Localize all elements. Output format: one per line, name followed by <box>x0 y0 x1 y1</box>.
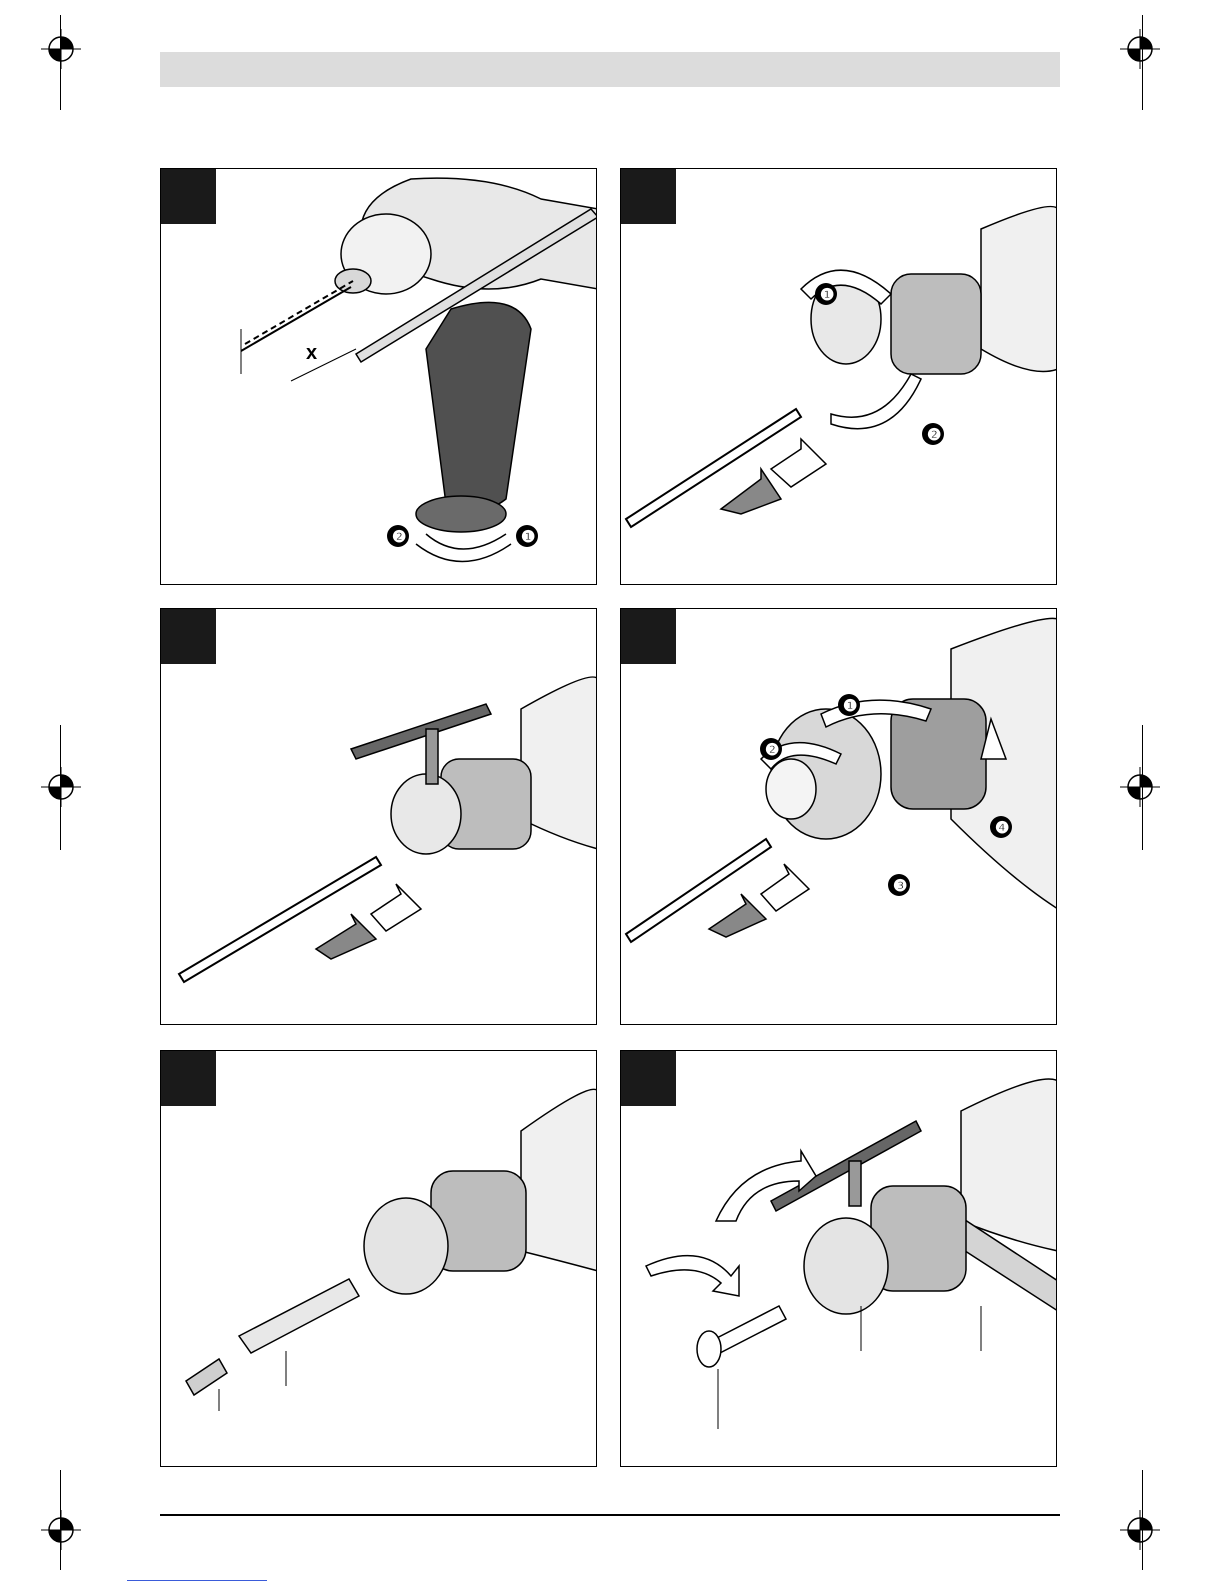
drill-body-icon <box>521 677 597 849</box>
drill-body-icon <box>961 1079 1057 1251</box>
footer-link-underline <box>127 1580 267 1581</box>
screw-icon <box>697 1306 786 1367</box>
figure-panel-c <box>160 608 597 1025</box>
svg-text:❷: ❷ <box>927 427 941 444</box>
registration-mark-icon <box>1120 29 1160 69</box>
figure-panel-b: ❶ ❷ <box>620 168 1057 585</box>
side-handle-icon <box>416 302 531 532</box>
drill-depth-stop-illustration: x ❷ ❶ <box>161 169 597 585</box>
figure-panel-e <box>160 1050 597 1467</box>
registration-mark-icon <box>1120 1510 1160 1550</box>
svg-text:❶: ❶ <box>521 529 535 546</box>
sds-chuck-change-illustration: ❶ ❷ ❸ ❹ <box>621 609 1057 1025</box>
depth-label-x: x <box>306 342 317 364</box>
registration-mark-icon <box>41 29 81 69</box>
drill-bit-icon <box>241 281 353 351</box>
crop-line <box>1142 15 1143 110</box>
figure-panel-f <box>620 1050 1057 1467</box>
registration-mark-icon <box>41 767 81 807</box>
screwdriver-bit-illustration <box>161 1051 597 1467</box>
figure-panel-a: x ❷ ❶ <box>160 168 597 585</box>
crop-line <box>1142 725 1143 850</box>
crop-line <box>60 725 61 850</box>
chuck-removal-illustration <box>621 1051 1057 1467</box>
keyed-chuck-insert-illustration <box>161 609 597 1025</box>
registration-mark-icon <box>41 1510 81 1550</box>
svg-text:❸: ❸ <box>893 878 907 895</box>
registration-mark-icon <box>1120 767 1160 807</box>
drill-body-icon <box>521 1089 597 1271</box>
svg-text:❷: ❷ <box>765 742 779 759</box>
keyless-chuck-icon <box>811 274 981 374</box>
keyless-chuck-icon <box>364 1171 526 1294</box>
crop-line <box>60 15 61 110</box>
drill-bit-icon <box>179 857 381 982</box>
keyed-chuck-icon <box>391 759 531 854</box>
rotate-arrow-icon <box>416 534 511 562</box>
rotate-arrow-icon <box>646 1151 816 1296</box>
drill-body-icon <box>981 207 1057 372</box>
svg-text:❶: ❶ <box>820 287 834 304</box>
keyless-chuck-insert-illustration: ❶ ❷ <box>621 169 1057 585</box>
svg-text:❹: ❹ <box>995 820 1009 837</box>
crop-line <box>60 1470 61 1570</box>
header-band <box>160 52 1060 87</box>
crop-line <box>1142 1470 1143 1570</box>
screwdriver-bit-icon <box>186 1359 227 1395</box>
svg-text:❷: ❷ <box>392 529 406 546</box>
svg-text:❶: ❶ <box>843 698 857 715</box>
bit-holder-icon <box>239 1279 359 1353</box>
keyed-chuck-icon <box>804 1186 966 1314</box>
figure-panel-d: ❶ ❷ ❸ ❹ <box>620 608 1057 1025</box>
footer-rule <box>160 1514 1060 1516</box>
